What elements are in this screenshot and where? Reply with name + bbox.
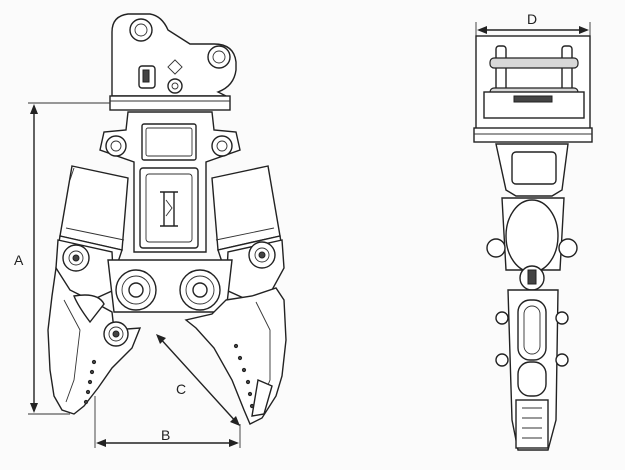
side-jaw xyxy=(495,289,569,451)
mounting-plate xyxy=(109,95,231,111)
left-jaw xyxy=(47,266,142,415)
main-pivots xyxy=(107,259,233,313)
dimension-d-label: D xyxy=(527,11,537,27)
dimension-c: C xyxy=(156,334,240,426)
dimension-a: A xyxy=(14,102,110,415)
side-mounting-head xyxy=(473,35,593,143)
dimension-c-label: C xyxy=(176,381,186,397)
side-pivots xyxy=(55,239,285,301)
front-view: A B C xyxy=(14,13,287,448)
dimension-a-label: A xyxy=(14,252,24,268)
upper-body xyxy=(99,111,241,253)
dimension-b-label: B xyxy=(161,427,170,443)
dimension-b: B xyxy=(94,396,241,448)
mounting-bracket xyxy=(111,13,237,97)
side-view: D xyxy=(473,11,593,451)
right-jaw xyxy=(184,287,287,425)
side-body xyxy=(486,143,578,291)
